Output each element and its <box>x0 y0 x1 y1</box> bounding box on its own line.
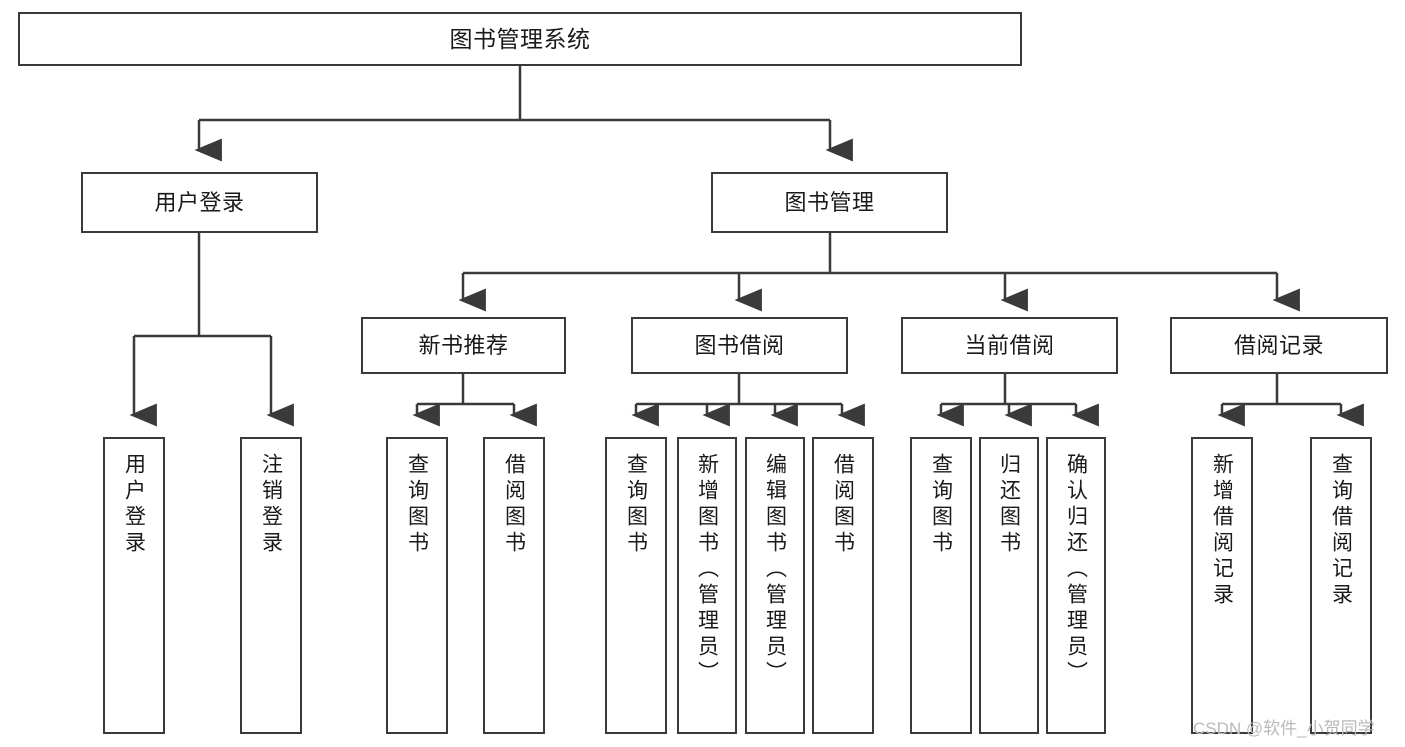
node-new-book-recommend[interactable]: 新书推荐 <box>361 317 566 374</box>
node-label: 新书推荐 <box>418 332 509 358</box>
node-book-borrow[interactable]: 图书借阅 <box>631 317 848 374</box>
node-borrow-record[interactable]: 借阅记录 <box>1170 317 1388 374</box>
node-label: 图书管理 <box>784 189 875 215</box>
leaf-add-borrow-record[interactable]: 新增借阅记录 <box>1191 437 1253 734</box>
leaf-edit-book-admin[interactable]: 编辑图书（管理员） <box>745 437 805 734</box>
leaf-user-login[interactable]: 用户登录 <box>103 437 165 734</box>
leaf-query-book-borrow[interactable]: 查询图书 <box>605 437 667 734</box>
watermark-text: CSDN @软件_小贺同学 <box>1193 719 1375 738</box>
leaf-add-book-admin[interactable]: 新增图书（管理员） <box>677 437 737 734</box>
node-label: 注销登录 <box>259 453 283 557</box>
node-label: 图书管理系统 <box>449 25 591 52</box>
leaf-confirm-return-admin[interactable]: 确认归还（管理员） <box>1046 437 1106 734</box>
leaf-query-book-recommend[interactable]: 查询图书 <box>386 437 448 734</box>
node-label: 查询借阅记录 <box>1329 453 1353 609</box>
leaf-return-book[interactable]: 归还图书 <box>979 437 1039 734</box>
node-label: 新增借阅记录 <box>1210 453 1234 609</box>
node-label: 图书借阅 <box>694 332 785 358</box>
leaf-borrow-book-recommend[interactable]: 借阅图书 <box>483 437 545 734</box>
node-label: 借阅记录 <box>1233 332 1324 358</box>
node-label: 确认归还（管理员） <box>1064 453 1088 687</box>
node-label: 借阅图书 <box>831 453 855 557</box>
node-current-borrow[interactable]: 当前借阅 <box>901 317 1118 374</box>
node-root-book-management-system[interactable]: 图书管理系统 <box>18 12 1022 66</box>
node-book-management[interactable]: 图书管理 <box>711 172 948 233</box>
node-label: 查询图书 <box>405 453 429 557</box>
node-label: 查询图书 <box>929 453 953 557</box>
node-label: 用户登录 <box>122 453 146 557</box>
leaf-query-borrow-record[interactable]: 查询借阅记录 <box>1310 437 1372 734</box>
node-label: 新增图书（管理员） <box>695 453 719 687</box>
leaf-logout[interactable]: 注销登录 <box>240 437 302 734</box>
node-label: 借阅图书 <box>502 453 526 557</box>
node-label: 归还图书 <box>997 453 1021 557</box>
node-user-login[interactable]: 用户登录 <box>81 172 318 233</box>
node-label: 当前借阅 <box>964 332 1055 358</box>
node-label: 用户登录 <box>154 189 245 215</box>
leaf-query-book-current[interactable]: 查询图书 <box>910 437 972 734</box>
leaf-borrow-book[interactable]: 借阅图书 <box>812 437 874 734</box>
node-label: 查询图书 <box>624 453 648 557</box>
node-label: 编辑图书（管理员） <box>763 453 787 687</box>
